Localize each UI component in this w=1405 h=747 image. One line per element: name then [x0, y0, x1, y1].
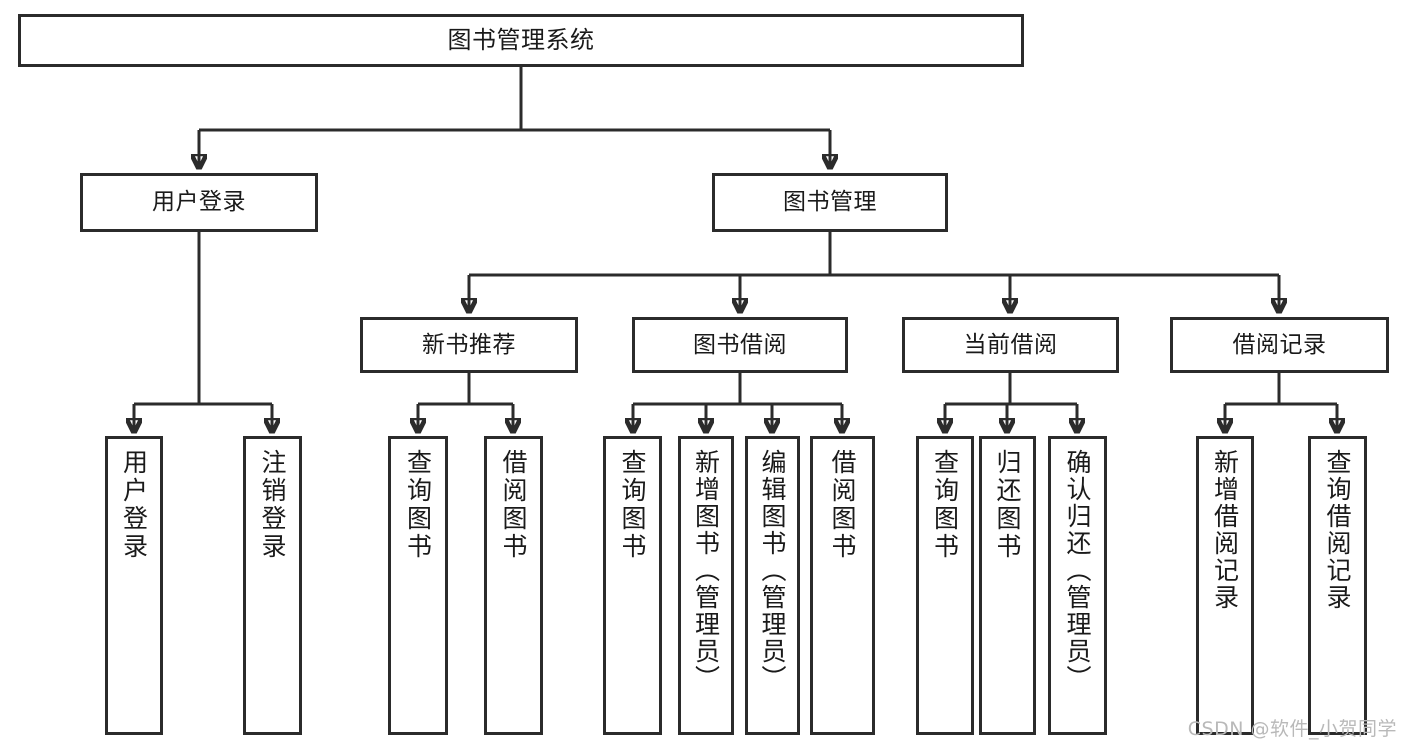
node-leaf-query-borrow-record-label: 查询借阅记录 [1323, 449, 1352, 611]
node-leaf-query-book-3[interactable]: 查询图书 [916, 436, 974, 735]
edge-group-current-borrow [945, 373, 1077, 432]
node-leaf-query-book-3-label: 查询图书 [930, 449, 960, 561]
node-leaf-edit-book[interactable]: 编辑图书（管理员） [745, 436, 800, 735]
node-new-book-rec-label: 新书推荐 [422, 331, 516, 358]
node-leaf-query-book-2[interactable]: 查询图书 [603, 436, 662, 735]
edge-group-user-login [134, 232, 272, 432]
node-leaf-logout-login-label: 注销登录 [258, 449, 287, 561]
node-book-manage[interactable]: 图书管理 [712, 173, 948, 232]
node-new-book-rec[interactable]: 新书推荐 [360, 317, 578, 373]
node-root[interactable]: 图书管理系统 [18, 14, 1024, 67]
edge-group-book-manage [469, 232, 1279, 312]
node-leaf-add-book-label: 新增图书（管理员） [691, 449, 721, 692]
node-leaf-query-book-1-label: 查询图书 [403, 449, 433, 561]
node-leaf-borrow-book-1[interactable]: 借阅图书 [484, 436, 543, 735]
node-user-login-label: 用户登录 [152, 189, 246, 216]
node-leaf-query-borrow-record[interactable]: 查询借阅记录 [1308, 436, 1367, 735]
node-leaf-return-book[interactable]: 归还图书 [979, 436, 1036, 735]
node-leaf-borrow-book-2[interactable]: 借阅图书 [810, 436, 875, 735]
node-book-manage-label: 图书管理 [783, 189, 877, 216]
node-leaf-confirm-return-label: 确认归还（管理员） [1063, 449, 1092, 692]
node-borrow-record[interactable]: 借阅记录 [1170, 317, 1389, 373]
node-book-borrow-label: 图书借阅 [693, 331, 787, 358]
node-leaf-add-borrow-record[interactable]: 新增借阅记录 [1196, 436, 1254, 735]
node-leaf-confirm-return[interactable]: 确认归还（管理员） [1048, 436, 1107, 735]
node-leaf-add-book[interactable]: 新增图书（管理员） [678, 436, 734, 735]
node-current-borrow[interactable]: 当前借阅 [902, 317, 1119, 373]
node-leaf-query-book-2-label: 查询图书 [618, 449, 647, 561]
watermark-text: CSDN @软件_小贺同学 [1187, 718, 1397, 740]
node-leaf-borrow-book-2-label: 借阅图书 [828, 449, 857, 561]
node-leaf-edit-book-label: 编辑图书（管理员） [758, 449, 787, 692]
node-leaf-query-book-1[interactable]: 查询图书 [388, 436, 448, 735]
node-leaf-add-borrow-record-label: 新增借阅记录 [1210, 449, 1240, 611]
node-leaf-user-login[interactable]: 用户登录 [105, 436, 163, 735]
edge-group-book-borrow [633, 373, 842, 432]
node-book-borrow[interactable]: 图书借阅 [632, 317, 848, 373]
node-leaf-logout-login[interactable]: 注销登录 [243, 436, 302, 735]
edge-group-new-book-rec [418, 373, 513, 432]
edge-group-root [199, 67, 830, 168]
edge-group-borrow-record [1225, 373, 1337, 432]
node-user-login[interactable]: 用户登录 [80, 173, 318, 232]
node-root-label: 图书管理系统 [447, 25, 595, 54]
node-leaf-return-book-label: 归还图书 [993, 449, 1022, 561]
node-leaf-user-login-label: 用户登录 [119, 449, 149, 561]
node-leaf-borrow-book-1-label: 借阅图书 [499, 449, 528, 561]
node-borrow-record-label: 借阅记录 [1232, 331, 1327, 358]
node-current-borrow-label: 当前借阅 [963, 331, 1058, 358]
